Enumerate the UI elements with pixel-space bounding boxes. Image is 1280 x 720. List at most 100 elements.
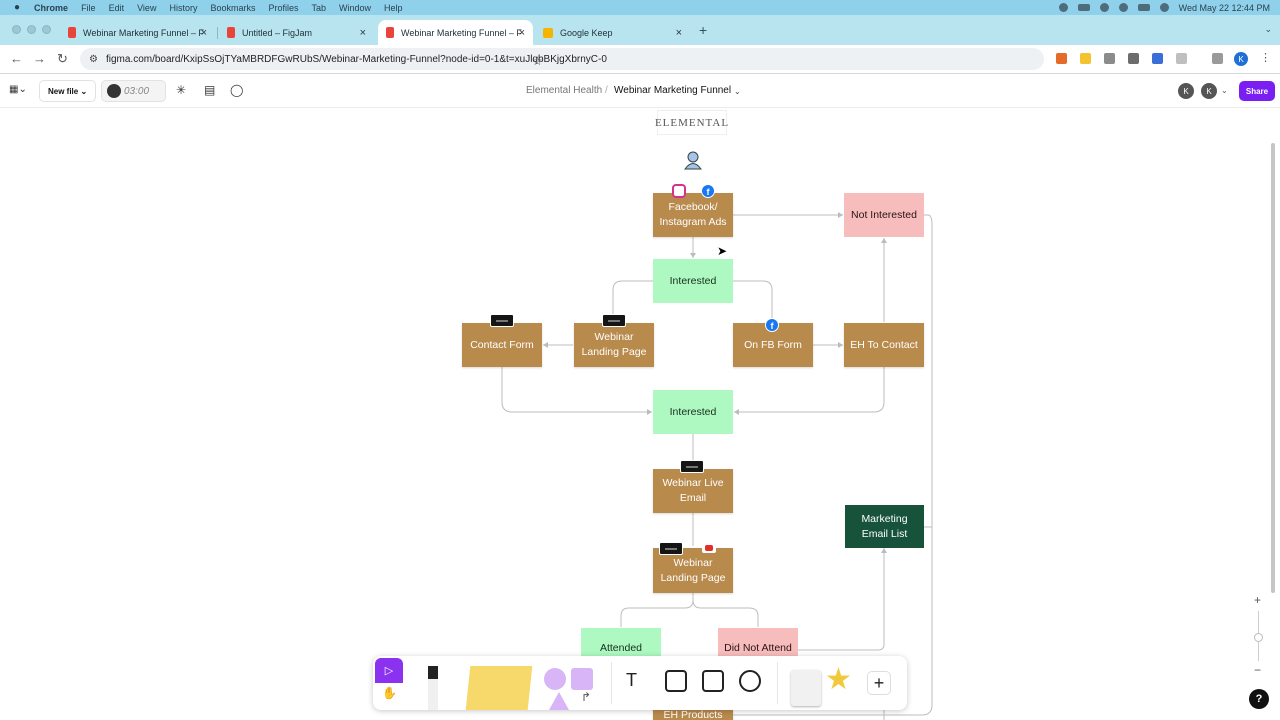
vertical-scrollbar[interactable] bbox=[1271, 143, 1275, 593]
zoom-window-button[interactable] bbox=[42, 25, 51, 34]
download-icon[interactable] bbox=[1212, 53, 1223, 64]
tab-search-icon[interactable]: ⌄ bbox=[1264, 24, 1272, 34]
close-icon[interactable]: × bbox=[518, 26, 525, 39]
text-tool-icon[interactable]: T bbox=[626, 670, 637, 690]
star-sticker-icon[interactable]: ★ bbox=[825, 663, 852, 696]
user-icon[interactable] bbox=[683, 150, 703, 170]
menu-window[interactable]: Window bbox=[339, 2, 372, 13]
ai-sparkle-icon[interactable]: ✳ bbox=[176, 83, 187, 97]
circle-shape-icon bbox=[544, 668, 566, 690]
marker-tool-icon[interactable] bbox=[428, 666, 438, 710]
forward-icon[interactable]: → bbox=[33, 51, 46, 66]
node-eh-products[interactable]: EH Products bbox=[653, 708, 733, 720]
site-info-icon[interactable]: ⚙ bbox=[89, 53, 98, 65]
control-center-icon[interactable] bbox=[1137, 4, 1150, 11]
breadcrumb-team[interactable]: Elemental Health bbox=[526, 85, 603, 96]
zoom-out-button[interactable]: − bbox=[1254, 663, 1262, 677]
file-name[interactable]: Webinar Marketing Funnel bbox=[614, 85, 732, 96]
dock-divider bbox=[777, 662, 778, 704]
profile-avatar[interactable]: K bbox=[1234, 52, 1248, 66]
collaborator-avatar[interactable]: K bbox=[1201, 83, 1217, 99]
node-contact-form[interactable]: Contact Form bbox=[462, 323, 542, 367]
menu-app[interactable]: Chrome bbox=[34, 2, 69, 13]
stamp-tool-icon[interactable] bbox=[739, 670, 761, 692]
zoom-control: + − bbox=[1250, 593, 1268, 683]
share-button[interactable]: Share bbox=[1239, 81, 1275, 101]
node-facebook-instagram-ads[interactable]: Facebook/ Instagram Ads bbox=[653, 193, 733, 237]
tab-google-keep[interactable]: Google Keep × bbox=[535, 20, 690, 45]
timer-widget[interactable]: 03:00 bbox=[101, 80, 166, 102]
hand-tool-icon[interactable]: ✋ bbox=[382, 686, 397, 700]
close-icon[interactable]: × bbox=[675, 26, 682, 39]
screen-record-icon[interactable] bbox=[1058, 3, 1068, 12]
menu-view[interactable]: View bbox=[137, 2, 157, 13]
node-on-fb-form[interactable]: On FB Form bbox=[733, 323, 813, 367]
collaborator-avatar[interactable]: K bbox=[1178, 83, 1194, 99]
elemental-health-logo[interactable]: ELEMENTAL bbox=[655, 110, 728, 135]
extensions-puzzle-icon[interactable] bbox=[1176, 53, 1187, 64]
node-eh-to-contact[interactable]: EH To Contact bbox=[844, 323, 924, 367]
layout-icon[interactable]: ▤ bbox=[204, 83, 216, 97]
zoom-slider-handle[interactable] bbox=[1254, 633, 1263, 642]
node-not-interested[interactable]: Not Interested bbox=[844, 193, 924, 237]
help-button[interactable]: ? bbox=[1249, 689, 1269, 709]
figma-main-menu-icon[interactable]: ▦⌄ bbox=[9, 84, 27, 95]
status-area: Wed May 22 12:44 PM bbox=[1058, 0, 1270, 15]
minimize-window-button[interactable] bbox=[27, 25, 36, 34]
comment-icon[interactable]: ◯ bbox=[230, 83, 244, 97]
node-marketing-email-list[interactable]: Marketing Email List bbox=[845, 505, 924, 548]
close-window-button[interactable] bbox=[12, 25, 21, 34]
omnibox[interactable]: ⚙ figma.com/board/KxipSsOjTYaMBRDFGwRUbS… bbox=[80, 48, 1044, 70]
back-icon[interactable]: ← bbox=[10, 51, 23, 66]
new-file-label: New file bbox=[48, 86, 79, 96]
siri-icon[interactable] bbox=[1159, 3, 1169, 12]
reload-icon[interactable]: ↻ bbox=[57, 51, 68, 66]
search-icon[interactable] bbox=[1118, 3, 1128, 12]
connector-tool-icon[interactable]: ↱ bbox=[581, 690, 592, 704]
extension-icon[interactable] bbox=[1128, 53, 1139, 64]
node-webinar-landing-page-1[interactable]: Webinar Landing Page bbox=[574, 323, 654, 367]
more-menu-icon[interactable]: ⋮ bbox=[1260, 52, 1271, 64]
tab-untitled-figjam[interactable]: Untitled – FigJam × bbox=[219, 20, 374, 45]
chevron-down-icon[interactable]: ⌄ bbox=[734, 87, 741, 96]
menu-help[interactable]: Help bbox=[384, 2, 403, 13]
new-tab-icon[interactable]: + bbox=[699, 22, 708, 38]
wifi-icon[interactable] bbox=[1099, 3, 1109, 12]
figjam-tool-dock: ▷ ✋ ↱ T ★ + bbox=[373, 656, 907, 710]
extension-icon[interactable] bbox=[1104, 53, 1115, 64]
section-tool-icon[interactable] bbox=[665, 670, 687, 692]
menu-history[interactable]: History bbox=[169, 2, 198, 13]
menu-profiles[interactable]: Profiles bbox=[268, 2, 299, 13]
menu-edit[interactable]: Edit bbox=[108, 2, 125, 13]
new-file-button[interactable]: New file ⌄ bbox=[39, 80, 97, 102]
node-interested-top[interactable]: Interested bbox=[653, 259, 733, 303]
chevron-down-icon[interactable]: ⌄ bbox=[1221, 86, 1228, 95]
more-tools-button[interactable]: + bbox=[867, 671, 891, 695]
apple-icon[interactable]: ● bbox=[14, 2, 21, 13]
sticky-note-tool-icon[interactable] bbox=[465, 666, 533, 710]
battery-icon[interactable] bbox=[1077, 4, 1090, 11]
close-icon[interactable]: × bbox=[359, 26, 366, 39]
zoom-in-button[interactable]: + bbox=[1254, 593, 1262, 607]
menu-bookmarks[interactable]: Bookmarks bbox=[210, 2, 256, 13]
figma-icon bbox=[386, 27, 394, 38]
tab-webinar-1[interactable]: Webinar Marketing Funnel – F × bbox=[60, 20, 215, 45]
tab-webinar-active[interactable]: Webinar Marketing Funnel – F × bbox=[378, 20, 533, 45]
close-icon[interactable]: × bbox=[200, 26, 207, 39]
figma-toolbar: ▦⌄ New file ⌄ 03:00 ✳ ▤ ◯ Elemental Heal… bbox=[0, 74, 1280, 108]
extension-icon[interactable] bbox=[1152, 53, 1163, 64]
node-webinar-live-email[interactable]: Webinar Live Email bbox=[653, 469, 733, 513]
extension-icon[interactable] bbox=[1080, 53, 1091, 64]
figjam-canvas[interactable] bbox=[0, 108, 1280, 720]
node-webinar-landing-page-2[interactable]: Webinar Landing Page bbox=[653, 548, 733, 593]
node-interested-middle[interactable]: Interested bbox=[653, 390, 733, 434]
url-text[interactable]: figma.com/board/KxipSsOjTYaMBRDFGwRUbS/W… bbox=[105, 53, 607, 65]
table-tool-icon[interactable] bbox=[702, 670, 724, 692]
select-tool-icon[interactable]: ▷ bbox=[375, 658, 403, 683]
media-sticker-icon[interactable] bbox=[791, 670, 821, 706]
menu-file[interactable]: File bbox=[81, 2, 96, 13]
clock[interactable]: Wed May 22 12:44 PM bbox=[1178, 2, 1270, 13]
bookmark-star-icon[interactable]: ☆ bbox=[532, 54, 543, 68]
extension-icon[interactable] bbox=[1056, 53, 1067, 64]
menu-tab[interactable]: Tab bbox=[311, 2, 327, 13]
